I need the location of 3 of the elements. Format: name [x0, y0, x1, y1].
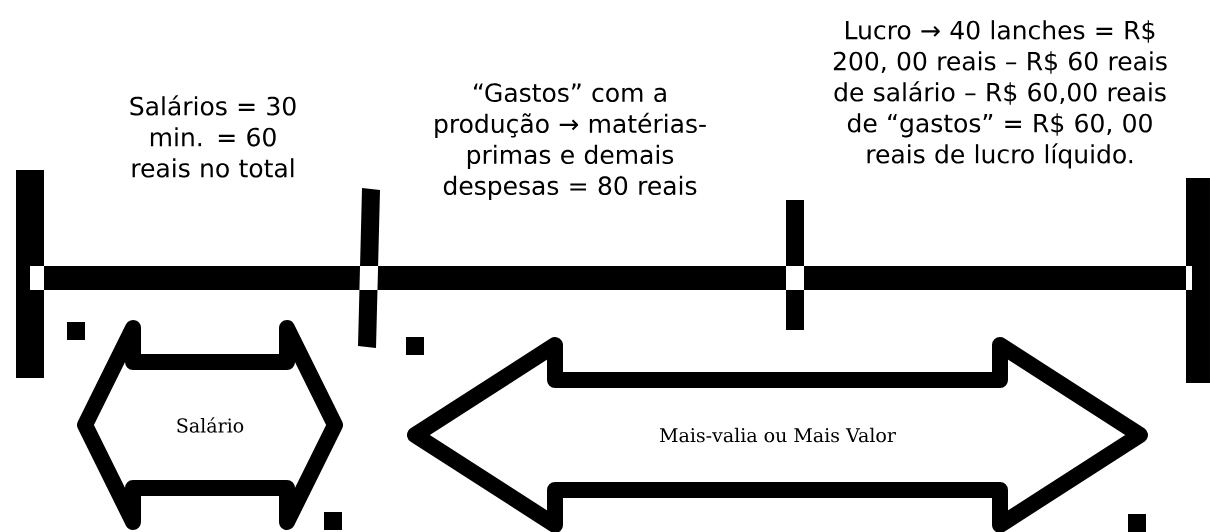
- segment-note: “Gastos” com a produção → matérias-primas e demais despesas = 80 reais: [435, 83, 706, 200]
- segment-note: Salários = 30 min. = 60 reais no total: [130, 95, 296, 178]
- segment-note: Lucro → 40 lanches = R$ 200, 00 reais – R$ 60 reais de salário – R$ 60,00 reais de “gastos” = R$ 60, 00 reais de lucro líquido.: [833, 20, 1167, 169]
